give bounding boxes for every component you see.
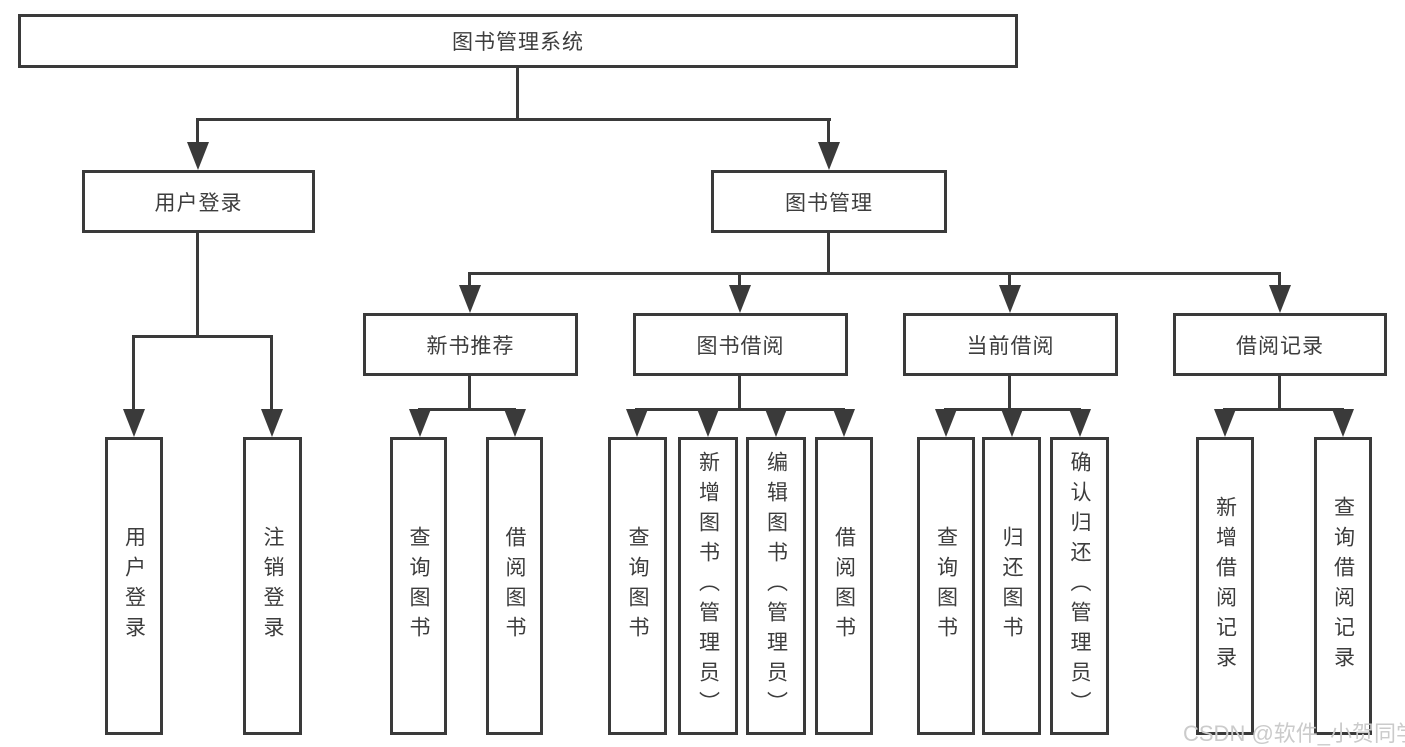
connector <box>468 272 1281 275</box>
arrowhead-down-icon <box>1332 409 1354 437</box>
arrowhead-down-icon <box>261 409 283 437</box>
leaf-query-books-current: 查询图书 <box>917 437 975 735</box>
leaf-add-borrow-record: 新增借阅记录 <box>1196 437 1254 735</box>
node-book-borrowing: 图书借阅 <box>633 313 848 376</box>
node-label: 借阅图书 <box>832 526 856 646</box>
connector <box>1278 272 1281 288</box>
arrowhead-down-icon <box>1001 409 1023 437</box>
connector <box>468 376 471 411</box>
leaf-query-borrow-record: 查询借阅记录 <box>1314 437 1372 735</box>
watermark: CSDN @软件_小贺同学 <box>1183 721 1405 746</box>
node-label: 借阅记录 <box>1236 334 1324 358</box>
arrowhead-down-icon <box>833 409 855 437</box>
connector <box>132 335 273 338</box>
arrowhead-down-icon <box>123 409 145 437</box>
node-label: 查询图书 <box>407 526 430 646</box>
connector <box>132 335 135 412</box>
connector <box>270 335 273 412</box>
arrowhead-down-icon <box>999 285 1021 313</box>
connector <box>516 68 519 121</box>
node-label: 查询图书 <box>934 526 958 646</box>
connector <box>738 376 741 411</box>
node-label: 新书推荐 <box>426 334 515 358</box>
connector <box>738 272 741 288</box>
node-label: 新增借阅记录 <box>1213 496 1237 676</box>
node-label: 编辑图书（管理员） <box>764 451 788 721</box>
node-label: 归还图书 <box>1000 526 1023 646</box>
arrowhead-down-icon <box>409 409 431 437</box>
arrowhead-down-icon <box>187 142 209 170</box>
node-label: 借阅图书 <box>503 526 526 646</box>
arrowhead-down-icon <box>729 285 751 313</box>
node-label: 当前借阅 <box>966 334 1055 358</box>
arrowhead-down-icon <box>626 409 648 437</box>
connector <box>1278 376 1281 411</box>
leaf-add-books-admin: 新增图书（管理员） <box>678 437 738 735</box>
connector <box>418 408 516 411</box>
node-label: 用户登录 <box>122 526 146 646</box>
node-book-management: 图书管理 <box>711 170 947 233</box>
leaf-confirm-return-admin: 确认归还（管理员） <box>1050 437 1109 735</box>
arrowhead-down-icon <box>765 409 787 437</box>
node-new-book-recommendation: 新书推荐 <box>363 313 578 376</box>
arrowhead-down-icon <box>1269 285 1291 313</box>
node-label: 新增图书（管理员） <box>696 451 720 721</box>
leaf-edit-books-admin: 编辑图书（管理员） <box>746 437 806 735</box>
leaf-user-login: 用户登录 <box>105 437 163 735</box>
node-label: 用户登录 <box>154 191 243 215</box>
arrowhead-down-icon <box>818 142 840 170</box>
node-borrowing-records: 借阅记录 <box>1173 313 1387 376</box>
node-label: 查询借阅记录 <box>1331 496 1355 676</box>
connector <box>635 408 845 411</box>
node-current-borrowing: 当前借阅 <box>903 313 1118 376</box>
arrowhead-down-icon <box>935 409 957 437</box>
connector <box>827 118 830 145</box>
leaf-return-books: 归还图书 <box>982 437 1041 735</box>
arrowhead-down-icon <box>697 409 719 437</box>
node-label: 查询图书 <box>626 526 649 646</box>
leaf-logout: 注销登录 <box>243 437 302 735</box>
arrowhead-down-icon <box>504 409 526 437</box>
node-label: 图书管理系统 <box>452 31 584 54</box>
node-label: 注销登录 <box>261 526 284 646</box>
connector <box>1008 272 1011 288</box>
connector <box>1223 408 1344 411</box>
connector <box>827 233 830 275</box>
node-library-management-system: 图书管理系统 <box>18 14 1018 68</box>
leaf-borrow-books: 借阅图书 <box>815 437 873 735</box>
node-label: 确认归还（管理员） <box>1068 451 1091 721</box>
connector <box>1008 376 1011 411</box>
connector <box>196 233 199 338</box>
node-label: 图书管理 <box>785 191 873 215</box>
leaf-query-books-recommend: 查询图书 <box>390 437 447 735</box>
connector <box>196 118 831 121</box>
connector <box>468 272 471 288</box>
arrowhead-down-icon <box>1069 409 1091 437</box>
connector <box>196 118 199 145</box>
leaf-query-books-borrowing: 查询图书 <box>608 437 667 735</box>
node-label: 图书借阅 <box>696 334 785 358</box>
arrowhead-down-icon <box>459 285 481 313</box>
leaf-borrow-books-recommend: 借阅图书 <box>486 437 543 735</box>
arrowhead-down-icon <box>1214 409 1236 437</box>
node-user-login: 用户登录 <box>82 170 315 233</box>
